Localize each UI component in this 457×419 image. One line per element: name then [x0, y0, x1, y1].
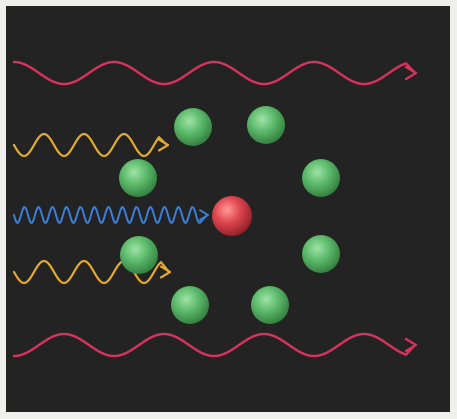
green-sphere	[247, 106, 285, 144]
green-sphere	[120, 236, 158, 274]
green-sphere	[119, 159, 157, 197]
green-sphere	[251, 286, 289, 324]
green-sphere	[302, 235, 340, 273]
green-sphere	[171, 286, 209, 324]
green-sphere	[302, 159, 340, 197]
green-sphere	[174, 108, 212, 146]
red-center-sphere	[212, 196, 252, 236]
